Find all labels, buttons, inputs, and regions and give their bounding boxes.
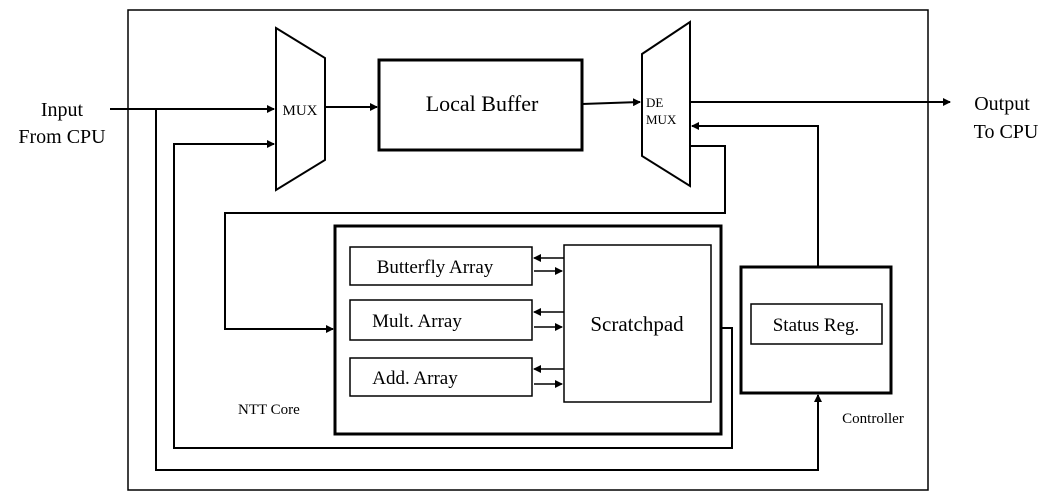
ntt-core-label: NTT Core — [238, 402, 300, 418]
outer-boundary — [127, 9, 929, 491]
mult-array-block — [349, 299, 533, 341]
wires — [110, 98, 951, 471]
controller-to-demux-wire — [691, 122, 819, 267]
input-to-controller-wire — [155, 109, 822, 471]
demux-to-ntt-wire — [224, 145, 726, 333]
mux-label: MUX — [282, 103, 317, 119]
controller-label: Controller — [842, 411, 904, 427]
status-reg-label: Status Reg. — [773, 315, 860, 336]
butterfly-array-label: Butterfly Array — [377, 257, 494, 278]
mult-array-label: Mult. Array — [372, 311, 462, 332]
input-label-line1: Input — [41, 99, 84, 121]
add-array-label: Add. Array — [372, 368, 458, 389]
local-buffer-label: Local Buffer — [426, 91, 539, 116]
input-label-line2: From CPU — [18, 126, 106, 148]
buffer-to-demux-wire — [581, 98, 641, 107]
array-scratchpad-arrows — [533, 254, 564, 388]
scratchpad-label: Scratchpad — [590, 312, 684, 336]
add-array-block — [349, 357, 533, 397]
output-label-line1: Output — [974, 93, 1030, 115]
butterfly-array-block — [349, 246, 533, 286]
mux-block — [275, 26, 326, 192]
status-reg-block — [750, 303, 883, 345]
scratchpad-block — [563, 244, 712, 403]
demux-label-line2: MUX — [646, 112, 677, 127]
ntt-to-mux-wire — [173, 140, 733, 449]
demux-label-line1: DE — [646, 95, 663, 110]
local-buffer-block — [377, 58, 584, 152]
output-label-line2: To CPU — [974, 121, 1039, 143]
demux-block — [641, 20, 691, 188]
